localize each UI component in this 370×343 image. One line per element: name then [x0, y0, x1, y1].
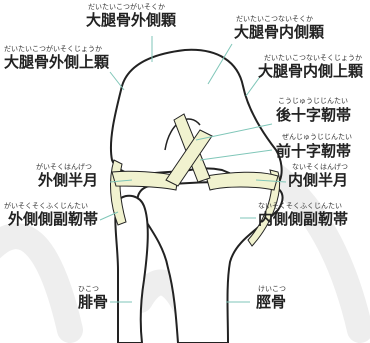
lat-collateral-label: 外側側副靭帯: [8, 212, 98, 227]
acl-label: 前十字靭帯: [276, 144, 351, 159]
acl-ruby: ぜんじゅうじじんたい: [282, 134, 352, 141]
med-collateral-label: 内側側副靭帯: [258, 212, 348, 227]
med-epicondyle-ruby: だいたいこつないそくじょうか: [264, 55, 362, 62]
med-collateral-ruby: ないそくそくふくじんたい: [258, 203, 342, 210]
lat-epicondyle-label: 大腿骨外側上顆: [4, 55, 109, 70]
lat-meniscus-ruby: がいそくはんげつ: [36, 164, 92, 171]
lat-condyle-ruby: だいたいこつがいそくか: [88, 4, 165, 11]
lat-meniscus-label: 外側半月: [38, 173, 98, 188]
med-condyle-ruby: だいたいこつないそくか: [236, 16, 313, 23]
fibula-label: 腓骨: [78, 295, 108, 310]
lat-condyle-label: 大腿骨外側顆: [86, 13, 176, 28]
med-meniscus-label: 内側半月: [288, 173, 348, 188]
med-condyle-label: 大腿骨内側顆: [234, 25, 324, 40]
pcl-label: 後十字靭帯: [276, 108, 351, 123]
fibula-ruby: ひこつ: [78, 286, 99, 293]
tibia-ruby: けいこつ: [258, 286, 286, 293]
tibia-label: 脛骨: [256, 295, 286, 310]
med-epicondyle-label: 大腿骨内側上顆: [258, 64, 363, 79]
lat-epicondyle-ruby: だいたいこつがいそくじょうか: [4, 46, 102, 53]
med-meniscus-ruby: ないそくはんげつ: [292, 164, 348, 171]
lat-collateral-ruby: がいそくそくふくじんたい: [4, 203, 88, 210]
pcl-ruby: こうじゅうじじんたい: [278, 98, 348, 105]
